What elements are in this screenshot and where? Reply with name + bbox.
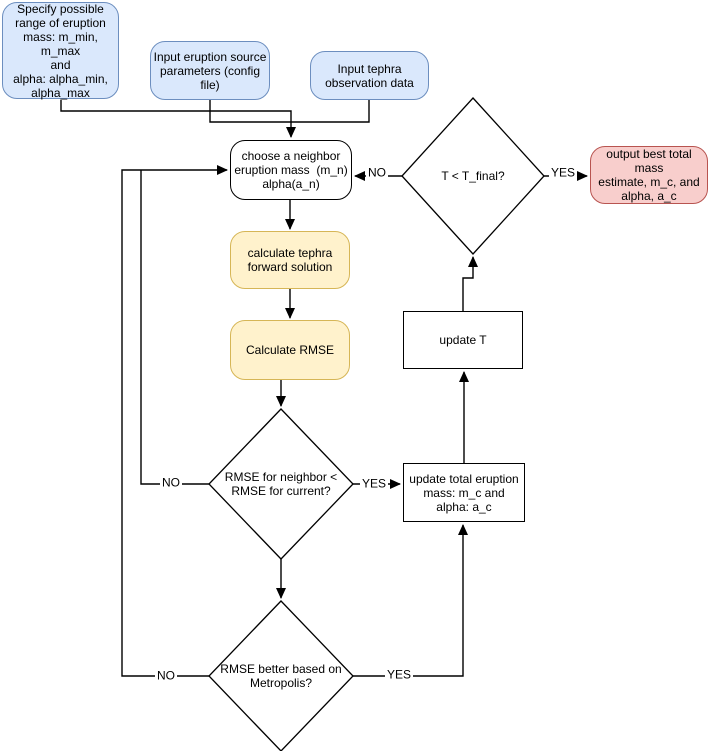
edge-label-t-final-yes: YES (548, 165, 578, 180)
edge-specify-to-choose (60, 100, 296, 138)
node-update-t-label: update T (439, 333, 487, 347)
edge-label-metropolis-yes: YES (384, 667, 414, 682)
node-update-mass: update total eruption mass: m_c and alph… (403, 463, 525, 522)
diamond-shape (401, 97, 545, 255)
node-forward-solution-label: calculate tephra forward solution (247, 246, 333, 274)
decision-t-final: T < T_final? (401, 97, 545, 255)
edge-label-rmse-compare-no: NO (160, 475, 182, 490)
node-calculate-rmse: Calculate RMSE (230, 320, 350, 380)
edge-compare-no-loop (140, 170, 209, 485)
diamond-shape (208, 408, 354, 560)
diamond-shape (208, 600, 354, 751)
node-forward-solution: calculate tephra forward solution (230, 231, 350, 289)
edge-label-metropolis-no: NO (155, 668, 177, 683)
node-input-observation: Input tephra observation data (310, 51, 429, 100)
node-calculate-rmse-label: Calculate RMSE (245, 343, 335, 357)
node-specify-range: Specify possible range of eruption mass:… (2, 1, 119, 100)
edge-config-to-choose (209, 100, 291, 123)
edge-label-t-final-no: NO (366, 165, 388, 180)
edge-label-rmse-compare-yes: YES (359, 476, 389, 491)
decision-metropolis: RMSE better based on Metropolis? (208, 600, 354, 751)
node-input-config-label: Input eruption source parameters (config… (153, 49, 267, 92)
edge-metropolis-yes (353, 524, 468, 677)
node-output-best-label: output best total mass estimate, m_c, an… (598, 147, 700, 203)
decision-rmse-compare: RMSE for neighbor < RMSE for current? (208, 408, 354, 560)
node-update-mass-label: update total eruption mass: m_c and alph… (409, 471, 519, 514)
node-choose-neighbor: choose a neighbor eruption mass (m_n) al… (230, 140, 352, 200)
edge-observation-to-choose (291, 100, 370, 123)
decision-t-final-label: T < T_final? (402, 98, 544, 254)
node-specify-range-label: Specify possible range of eruption mass:… (13, 1, 108, 100)
edge-updatet-to-tfinal (462, 256, 478, 311)
node-input-config: Input eruption source parameters (config… (150, 41, 270, 100)
decision-metropolis-text: RMSE better based on Metropolis? (220, 662, 342, 690)
node-output-best: output best total mass estimate, m_c, an… (590, 146, 708, 204)
decision-metropolis-label: RMSE better based on Metropolis? (209, 601, 353, 751)
node-update-t: update T (403, 311, 523, 369)
decision-t-final-text: T < T_final? (441, 169, 505, 183)
node-input-observation-label: Input tephra observation data (325, 61, 414, 90)
node-choose-neighbor-label: choose a neighbor eruption mass (m_n) al… (234, 149, 348, 191)
decision-rmse-compare-text: RMSE for neighbor < RMSE for current? (224, 470, 338, 498)
decision-rmse-compare-label: RMSE for neighbor < RMSE for current? (209, 409, 353, 559)
